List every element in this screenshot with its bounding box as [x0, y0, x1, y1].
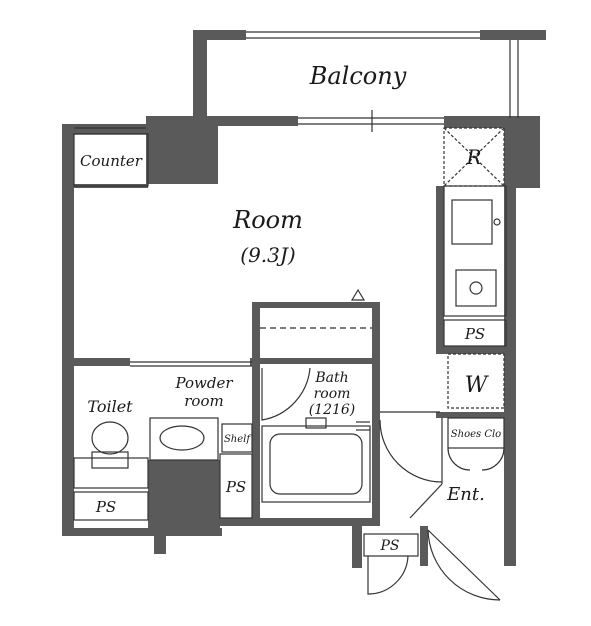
- entrance-label: Ent.: [446, 484, 485, 505]
- ps-bottom-label: PS: [379, 538, 399, 554]
- toilet-label: Toilet: [87, 397, 133, 416]
- washer-label: W: [465, 373, 490, 398]
- thin-lines: [73, 31, 519, 601]
- counter-label: Counter: [80, 152, 143, 170]
- powder-room-label-2: room: [184, 392, 223, 410]
- ps-left-label: PS: [95, 498, 116, 516]
- balcony-label: Balcony: [309, 62, 407, 90]
- powder-room-label-1: Powder: [174, 374, 233, 392]
- shelf-label: Shelf: [224, 434, 252, 445]
- walls: [62, 30, 546, 568]
- ps-middle-label: PS: [225, 478, 246, 496]
- bath-room-label-2: room: [314, 386, 351, 402]
- ps-kitchen-label: PS: [464, 325, 485, 343]
- bath-room-label-1: Bath: [314, 370, 348, 386]
- room-label: Room: [232, 206, 303, 234]
- refrigerator-label: R: [465, 145, 481, 169]
- room-size-label: (9.3J): [240, 243, 295, 267]
- bath-room-label-3: (1216): [309, 402, 356, 418]
- shoes-closet-label: Shoes Clo: [451, 429, 501, 440]
